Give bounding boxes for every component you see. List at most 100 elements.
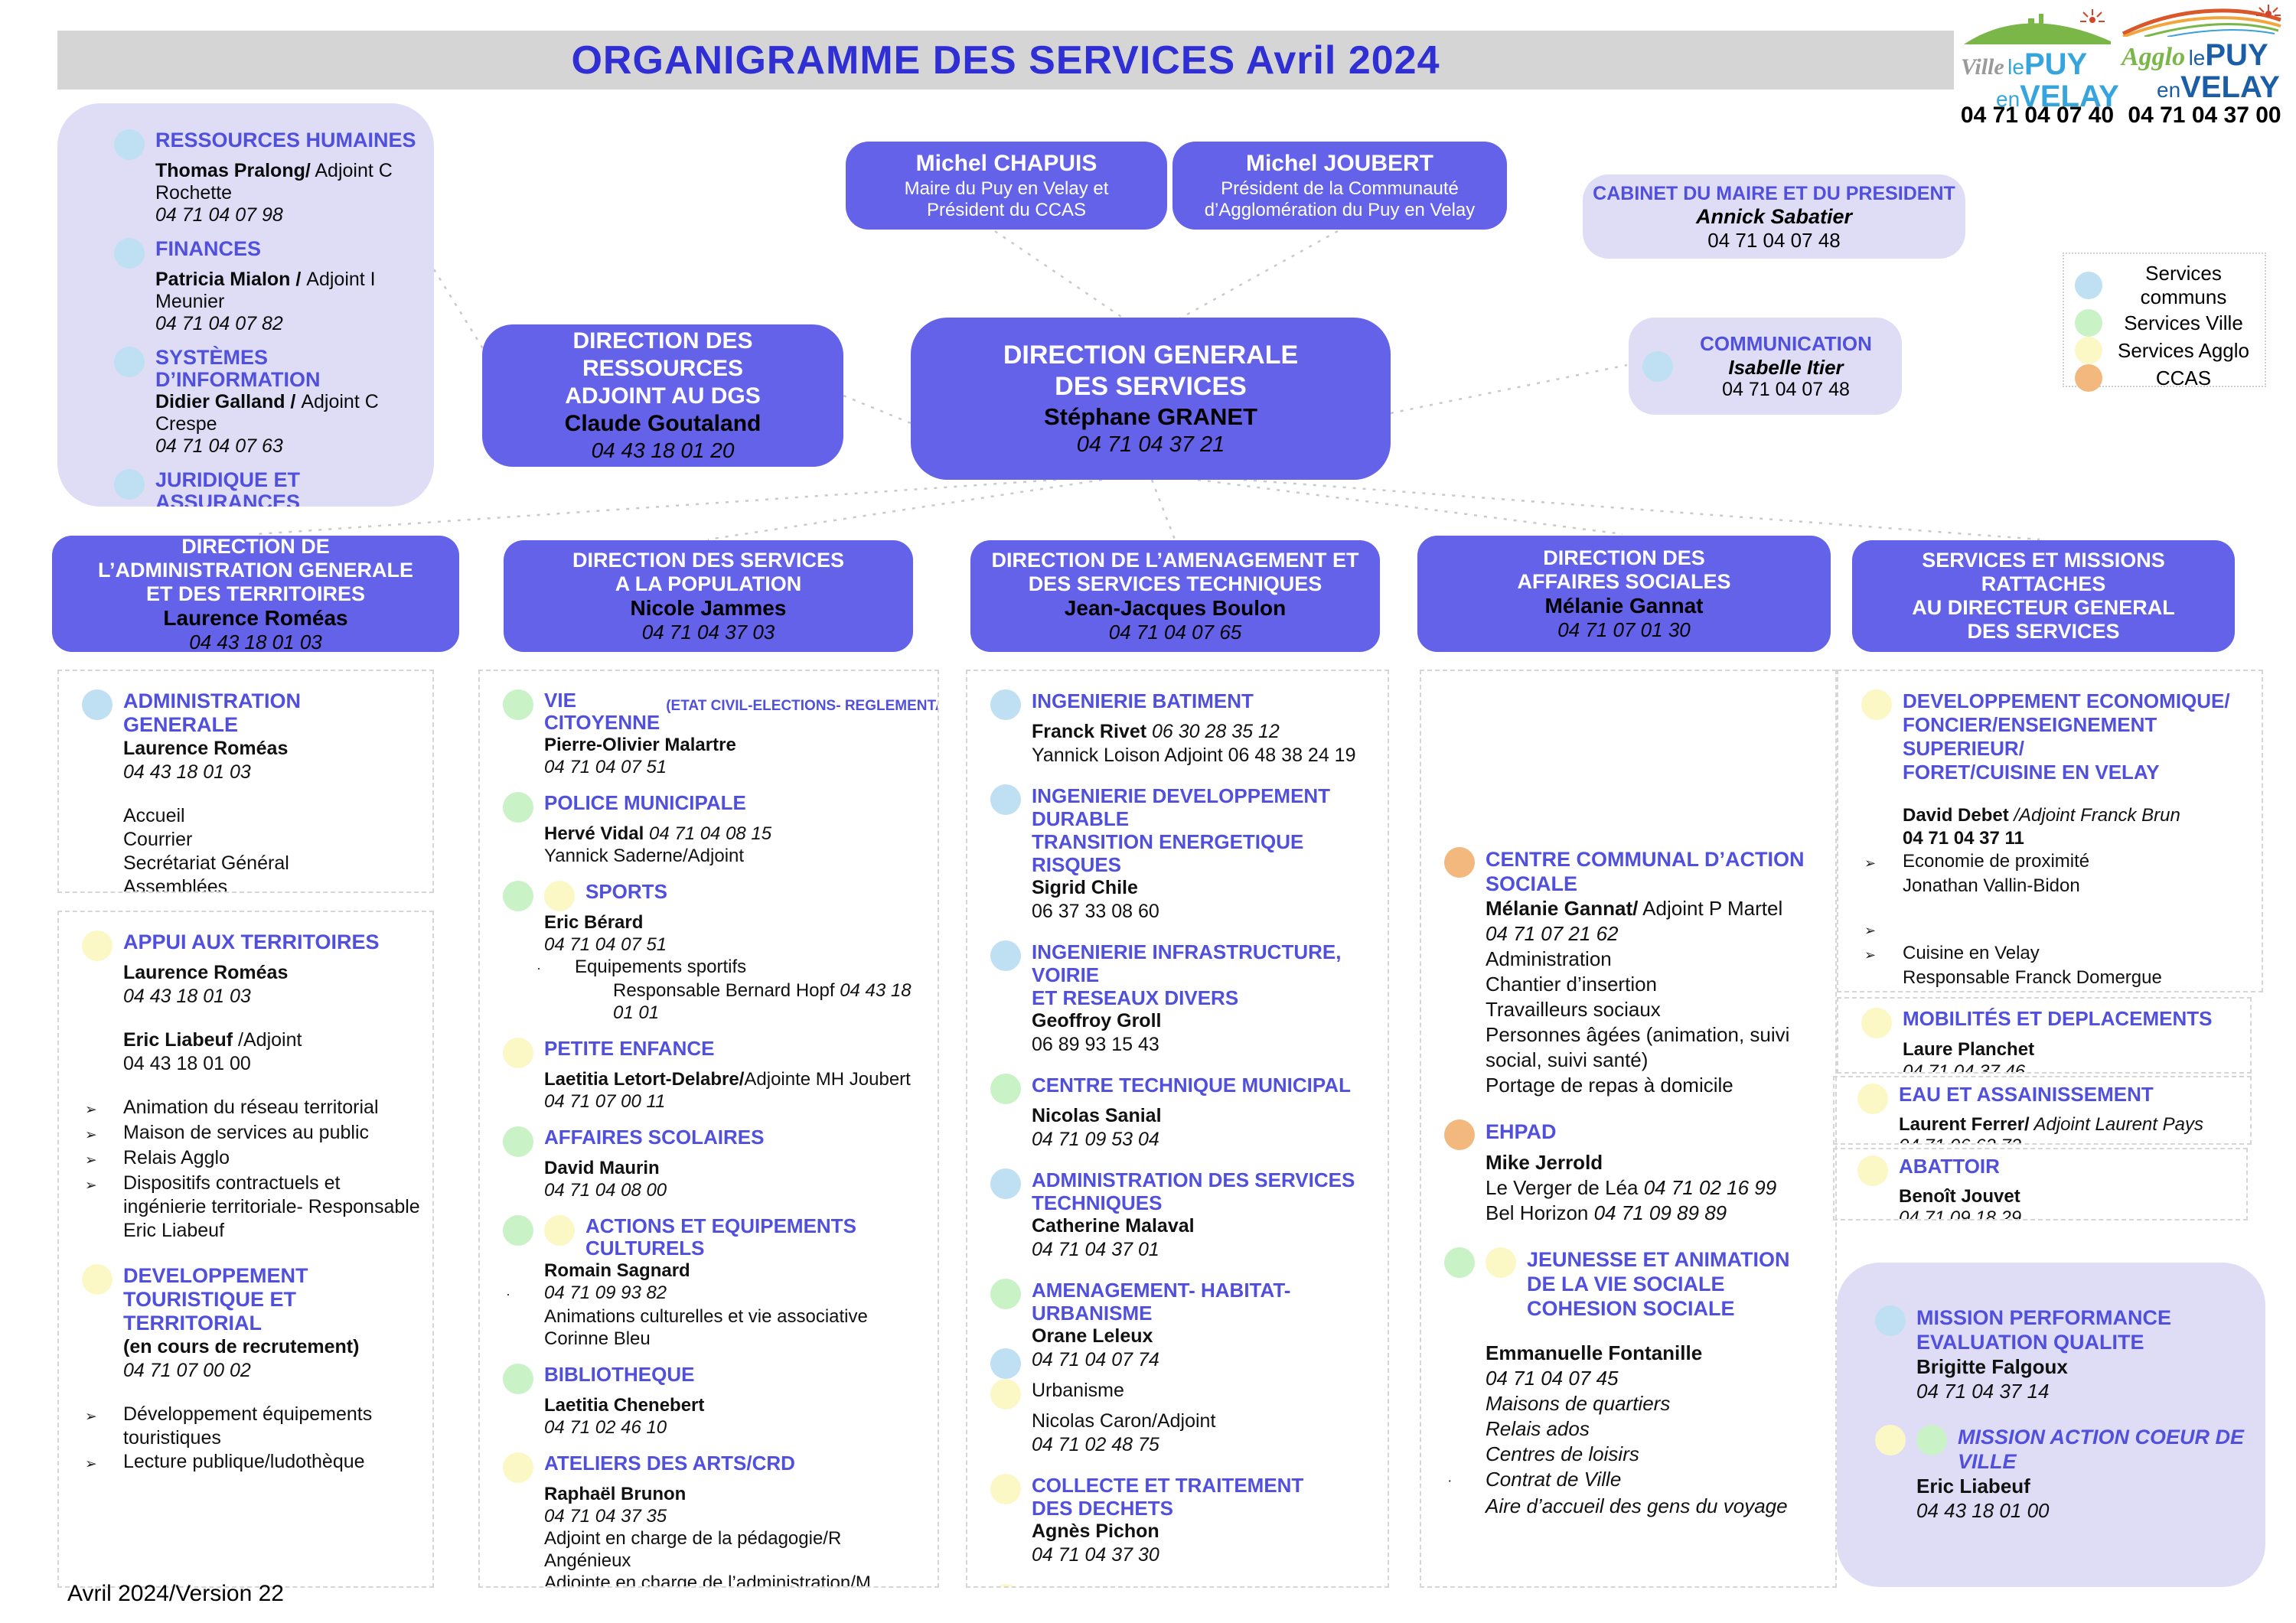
- service-dot-icon: [990, 940, 1021, 971]
- service-dot-icon: [503, 1452, 533, 1483]
- cabinet-name: Annick Sabatier: [1695, 204, 1853, 228]
- service-line: Didier Galland / Adjoint C Crespe: [155, 391, 379, 435]
- legend-label: CCAS: [2155, 366, 2212, 389]
- service-dot-icon: [990, 1168, 1021, 1199]
- service-dot-icon: [114, 347, 145, 377]
- maire-role: Maire du Puy en Velay et Président du CC…: [904, 178, 1109, 220]
- direction-header-affaires-sociales: DIRECTION DES AFFAIRES SOCIALES Mélanie …: [1417, 536, 1831, 652]
- legend-dot-icon: [2075, 337, 2102, 364]
- service-line: Agnès Pichon: [1032, 1520, 1159, 1542]
- service-title: EHPAD: [1486, 1120, 1557, 1143]
- box-direction-generale: DIRECTION GENERALE DES SERVICES Stéphane…: [911, 318, 1391, 480]
- service-line: ➢Cuisine en Velay: [1864, 942, 2249, 966]
- service-line: 04 71 04 07 98: [155, 204, 283, 226]
- service-line: 04 43 18 01 00: [1916, 1499, 2050, 1522]
- service-line: David Maurin: [544, 1158, 660, 1178]
- ville-phone: 04 71 04 07 40: [1960, 103, 2115, 128]
- service-line: Laurent Ferrer/ Adjoint Laurent Pays: [1899, 1114, 2203, 1135]
- service-dot-icon: [1486, 1247, 1516, 1278]
- service-title: CENTRE TECHNIQUE DU RELAIS AGGLO DU PLAT…: [1032, 1584, 1375, 1586]
- service-line: ·Equipements sportifs: [506, 956, 925, 979]
- service-title: MISSION ACTION COEUR DE VILLE: [1958, 1426, 2245, 1473]
- service-title: INGENIERIE INFRASTRUCTURE, VOIRIE ET RES…: [1032, 940, 1342, 1009]
- service-line: 04 71 02 46 10: [544, 1417, 667, 1438]
- service-line: Adjoint en charge de la pédagogie/R Angé…: [544, 1528, 842, 1571]
- service-line: Hervé Vidal 04 71 04 08 15: [544, 823, 772, 844]
- service-line: ➢Economie de proximité: [1864, 850, 2249, 875]
- bullet-arrow-icon: ➢: [1864, 947, 1877, 963]
- service-dot-icon: [1861, 689, 1892, 720]
- dga-name: Claude Goutaland: [564, 411, 762, 436]
- service-line: Urbanisme: [990, 1379, 1375, 1410]
- bullet-arrow-icon: ·: [536, 960, 541, 976]
- service-line: Mélanie Gannat/ Adjoint P Martel: [1486, 897, 1783, 920]
- service-dot-icon: [990, 1279, 1021, 1309]
- service-title: VIE CITOYENNE: [544, 689, 660, 734]
- service-line: 04 71 04 37 46: [1903, 1061, 2026, 1074]
- service-line: Pierre-Olivier Malartre: [544, 735, 736, 755]
- service-line: Emmanuelle Fontanille: [1486, 1341, 1703, 1364]
- service-title: ADMINISTRATION GENERALE: [123, 689, 301, 736]
- service-line: Travailleurs sociaux: [1486, 998, 1661, 1021]
- service-title: ACTIONS ET EQUIPEMENTS CULTURELS: [585, 1214, 856, 1260]
- service-line: 04 71 04 37 35: [544, 1506, 667, 1527]
- service-dot-icon: [1916, 1425, 1947, 1455]
- service-title: ABATTOIR: [1899, 1155, 2000, 1178]
- service-line: 04 43 18 01 03: [123, 986, 251, 1007]
- service-title: COLLECTE ET TRAITEMENT DES DECHETS: [1032, 1474, 1304, 1520]
- service-line: Laurence Roméas: [123, 738, 289, 759]
- service-line: 04 71 04 08 00: [544, 1180, 667, 1201]
- service-line: 04 71 09 18 29: [1899, 1207, 2022, 1221]
- service-line: Eric Liabeuf: [1916, 1475, 2030, 1498]
- service-dot-icon: [114, 469, 145, 500]
- service-line: 04 71 04 37 14: [1916, 1380, 2050, 1403]
- dgs-name: Stéphane GRANET: [1043, 402, 1258, 430]
- service-title: SYSTÈMES D’INFORMATION: [155, 346, 321, 391]
- service-line: Laurence Roméas: [123, 962, 289, 983]
- service-title: DEVELOPPEMENT TOURISTIQUE ET TERRITORIAL: [123, 1264, 308, 1335]
- bullet-arrow-icon: ➢: [85, 1126, 97, 1142]
- service-dot-icon: [990, 1379, 1021, 1410]
- legend-label: Services Ville: [2124, 311, 2243, 334]
- service-line: 04 71 04 37 11: [1903, 828, 2024, 849]
- service-dot-icon: [1861, 1008, 1892, 1038]
- agglo-phone: 04 71 04 37 00: [2128, 103, 2281, 128]
- service-line: 04 71 04 07 63: [155, 435, 283, 457]
- service-line: ➢Développement équipements touristiques: [85, 1403, 373, 1449]
- legend-dot-icon: [2075, 364, 2102, 392]
- communication-name: Isabelle Itier: [1728, 355, 1844, 379]
- service-line: Responsable Bernard Hopf 04 43 18 01 01: [613, 980, 912, 1023]
- service-dot-icon: [114, 238, 145, 269]
- service-line: ➢Maison de services au public: [85, 1121, 420, 1146]
- box-cabinet: CABINET DU MAIRE ET DU PRESIDENT Annick …: [1583, 174, 1965, 259]
- service-title: AMENAGEMENT- HABITAT-URBANISME: [1032, 1279, 1291, 1325]
- page-title: ORGANIGRAMME DES SERVICES Avril 2024: [571, 37, 1440, 83]
- service-dot-icon: [1875, 1425, 1906, 1455]
- service-line: ➢Lecture publique/ludothèque: [85, 1450, 420, 1475]
- service-dot-icon: [1857, 1155, 1888, 1186]
- service-line: Brigitte Falgoux: [1916, 1355, 2068, 1378]
- service-line: Yannick Loison Adjoint 06 48 38 24 19: [1032, 745, 1356, 766]
- service-title: CENTRE TECHNIQUE MUNICIPAL: [1032, 1074, 1351, 1097]
- service-title: CENTRE COMMUNAL D’ACTION SOCIALE: [1486, 848, 1805, 895]
- agglo-logo: Agglo lePUY enVELAY: [2122, 3, 2290, 103]
- service-line: 04 71 05 66 82: [1903, 989, 2249, 991]
- bullet-arrow-icon: ·: [506, 1286, 510, 1302]
- service-line: 04 71 06 62 72: [1899, 1136, 2238, 1143]
- communication-title: COMMUNICATION: [1700, 331, 1872, 355]
- bullet-arrow-icon: ·: [1447, 1472, 1453, 1489]
- ville-script-label: Ville: [1961, 54, 2004, 80]
- service-item: INGENIERIE DEVELOPPEMENT DURABLE TRANSIT…: [990, 784, 1375, 924]
